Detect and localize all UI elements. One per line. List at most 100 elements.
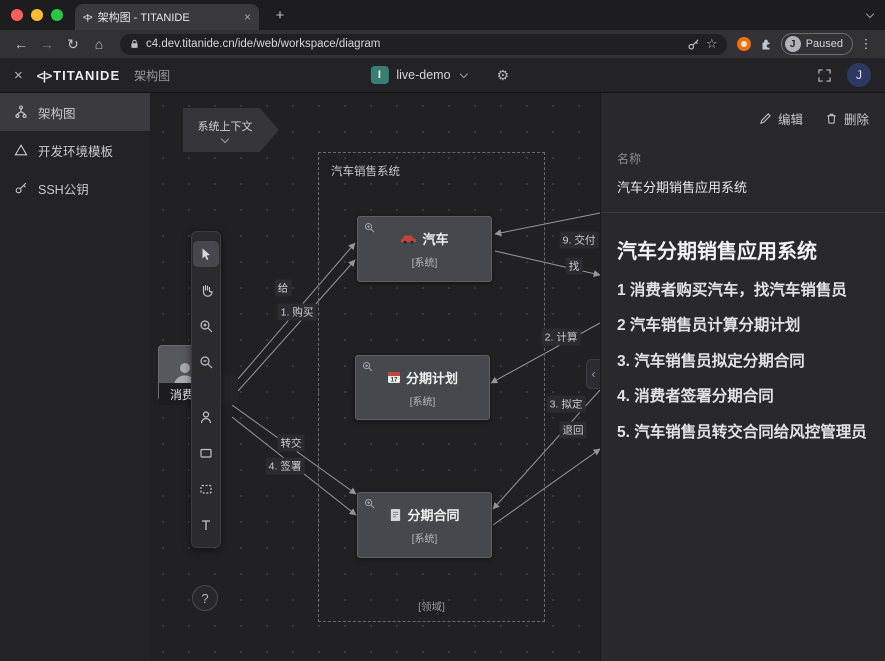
node-installment-plan[interactable]: 17 分期计划 [系统] xyxy=(355,355,490,420)
browser-tab[interactable]: <|> 架构图 - TITANIDE × xyxy=(75,4,259,30)
close-window-button[interactable] xyxy=(11,9,23,21)
node-title: 分期合同 xyxy=(407,508,460,523)
panel-collapse-button[interactable]: ‹ xyxy=(586,359,600,389)
edge-label[interactable]: 找 xyxy=(565,257,583,275)
edit-button[interactable]: 编辑 xyxy=(759,109,803,128)
svg-text:17: 17 xyxy=(391,378,398,384)
pan-tool-button[interactable] xyxy=(193,277,219,303)
domain-group-title: 汽车销售系统 xyxy=(331,166,400,178)
context-chevron-icon xyxy=(220,134,230,144)
add-actor-button[interactable] xyxy=(193,404,219,430)
system-title: 汽车分期销售应用系统 xyxy=(617,241,817,263)
pencil-icon xyxy=(760,113,771,124)
zoom-window-button[interactable] xyxy=(51,9,63,21)
zoom-out-icon xyxy=(200,356,213,369)
edge-label[interactable]: 转交 xyxy=(277,434,305,452)
zoom-out-button[interactable] xyxy=(193,349,219,375)
new-tab-button[interactable]: + xyxy=(275,6,285,24)
sidebar-item-diagram[interactable]: 架构图 xyxy=(0,93,150,131)
edge-label[interactable]: 9. 交付 xyxy=(559,231,599,249)
diagram-icon xyxy=(15,105,27,118)
settings-gear-icon[interactable]: ⚙ xyxy=(496,66,510,83)
inspector-divider xyxy=(601,212,885,213)
edge-label[interactable]: 退回 xyxy=(559,421,587,439)
system-steps: 1 消费者购买汽车，找汽车销售员 2 汽车销售员计算分期计划 3. 汽车销售员拟… xyxy=(617,280,869,444)
zoom-in-icon xyxy=(200,320,213,333)
edge-label[interactable]: 2. 计算 xyxy=(541,328,581,346)
extension-icon[interactable] xyxy=(736,37,751,51)
address-bar: ← → ↻ ⌂ c4.dev.titanide.cn/ide/web/works… xyxy=(0,30,885,58)
user-avatar[interactable]: J xyxy=(847,63,871,87)
inspector-panel: 编辑 删除 名称 汽车分期销售应用系统 汽车分期销售应用系统 1 消费者购买汽车… xyxy=(600,93,885,661)
domain-group[interactable]: 汽车销售系统 [领域] xyxy=(318,152,545,622)
home-icon[interactable]: ⌂ xyxy=(94,36,104,52)
diagram-canvas[interactable]: 系统上下文 汽车销售系统 [领域] 汽车 [系统] xyxy=(150,93,600,661)
add-group-button[interactable] xyxy=(193,476,219,502)
drilldown-zoom-icon[interactable] xyxy=(362,361,373,372)
app-logo: <|> TITANIDE xyxy=(37,68,120,83)
zoom-in-button[interactable] xyxy=(193,313,219,339)
tab-search-chevron-icon[interactable] xyxy=(865,9,875,19)
profile-status: Paused xyxy=(805,38,843,50)
edge-label[interactable]: 1. 购买 xyxy=(277,303,317,321)
inspector-actions: 编辑 删除 xyxy=(617,93,869,128)
workspace-badge: I xyxy=(370,66,389,84)
page-title: 架构图 xyxy=(134,68,171,83)
node-car[interactable]: 汽车 [系统] xyxy=(357,216,492,282)
step-item: 1 消费者购买汽车，找汽车销售员 xyxy=(617,282,847,299)
help-button[interactable]: ? xyxy=(192,585,218,611)
delete-button[interactable]: 删除 xyxy=(825,109,869,128)
node-title: 分期计划 xyxy=(405,370,458,386)
step-item: 3. 汽车销售员拟定分期合同 xyxy=(617,352,805,370)
add-text-button[interactable] xyxy=(193,512,219,538)
sidebar-item-ssh-key[interactable]: SSH公钥 xyxy=(0,169,150,207)
step-item: 5. 汽车销售员转交合同给风控管理员 xyxy=(617,423,867,441)
context-level-selector[interactable]: 系统上下文 xyxy=(183,108,279,152)
logo-mark: <|> xyxy=(36,68,52,83)
contract-icon xyxy=(391,508,401,521)
edge-label[interactable]: 3. 拟定 xyxy=(546,395,586,413)
sidebar-item-label: SSH公钥 xyxy=(38,182,89,197)
person-icon xyxy=(174,363,195,384)
node-subtitle: [系统] xyxy=(409,396,436,408)
workspace-selector[interactable]: I live-demo ⚙ xyxy=(370,66,509,84)
step-item: 2 汽车销售员计算分期计划 xyxy=(617,317,801,335)
tab-close-icon[interactable]: × xyxy=(243,10,251,24)
node-subtitle: [系统] xyxy=(411,534,438,545)
app-close-icon[interactable]: × xyxy=(14,66,23,84)
node-installment-contract[interactable]: 分期合同 [系统] xyxy=(357,492,492,558)
browser-menu-icon[interactable]: ⋮ xyxy=(859,36,873,51)
edge-label[interactable]: 4. 签署 xyxy=(265,457,305,475)
text-tool-icon xyxy=(202,520,210,530)
key-icon[interactable] xyxy=(687,38,700,51)
context-level-label: 系统上下文 xyxy=(197,121,253,133)
app-header: × <|> TITANIDE 架构图 I live-demo ⚙ J xyxy=(0,58,885,93)
back-icon[interactable]: ← xyxy=(14,36,28,52)
extensions-puzzle-icon[interactable] xyxy=(759,37,773,51)
app-body: 架构图 开发环境模板 SSH公钥 xyxy=(0,93,885,661)
minimize-window-button[interactable] xyxy=(31,9,43,21)
bookmark-star-icon[interactable]: ☆ xyxy=(706,36,718,51)
workspace-name: live-demo xyxy=(396,68,451,82)
forward-icon[interactable]: → xyxy=(40,36,54,52)
select-tool-button[interactable] xyxy=(193,241,219,267)
url-input[interactable]: c4.dev.titanide.cn/ide/web/workspace/dia… xyxy=(120,33,727,55)
template-icon xyxy=(14,144,28,156)
drilldown-zoom-icon[interactable] xyxy=(364,222,375,233)
sidebar: 架构图 开发环境模板 SSH公钥 xyxy=(0,93,150,661)
drilldown-zoom-icon[interactable] xyxy=(364,498,375,509)
step-item: 4. 消费者签署分期合同 xyxy=(617,388,774,406)
reload-icon[interactable]: ↻ xyxy=(67,36,79,52)
tab-favicon-icon: <|> xyxy=(83,12,93,22)
logo-text: TITANIDE xyxy=(53,67,121,83)
canvas-toolbar xyxy=(191,231,221,548)
edge-label[interactable]: 给 xyxy=(274,279,292,297)
dashed-rectangle-icon xyxy=(200,484,212,494)
sidebar-item-dev-template[interactable]: 开发环境模板 xyxy=(0,131,150,169)
fullscreen-icon[interactable] xyxy=(818,68,831,82)
trash-icon xyxy=(827,113,836,124)
browser-profile-button[interactable]: J Paused xyxy=(780,33,853,55)
name-field-value: 汽车分期销售应用系统 xyxy=(617,180,748,195)
add-box-button[interactable] xyxy=(193,440,219,466)
